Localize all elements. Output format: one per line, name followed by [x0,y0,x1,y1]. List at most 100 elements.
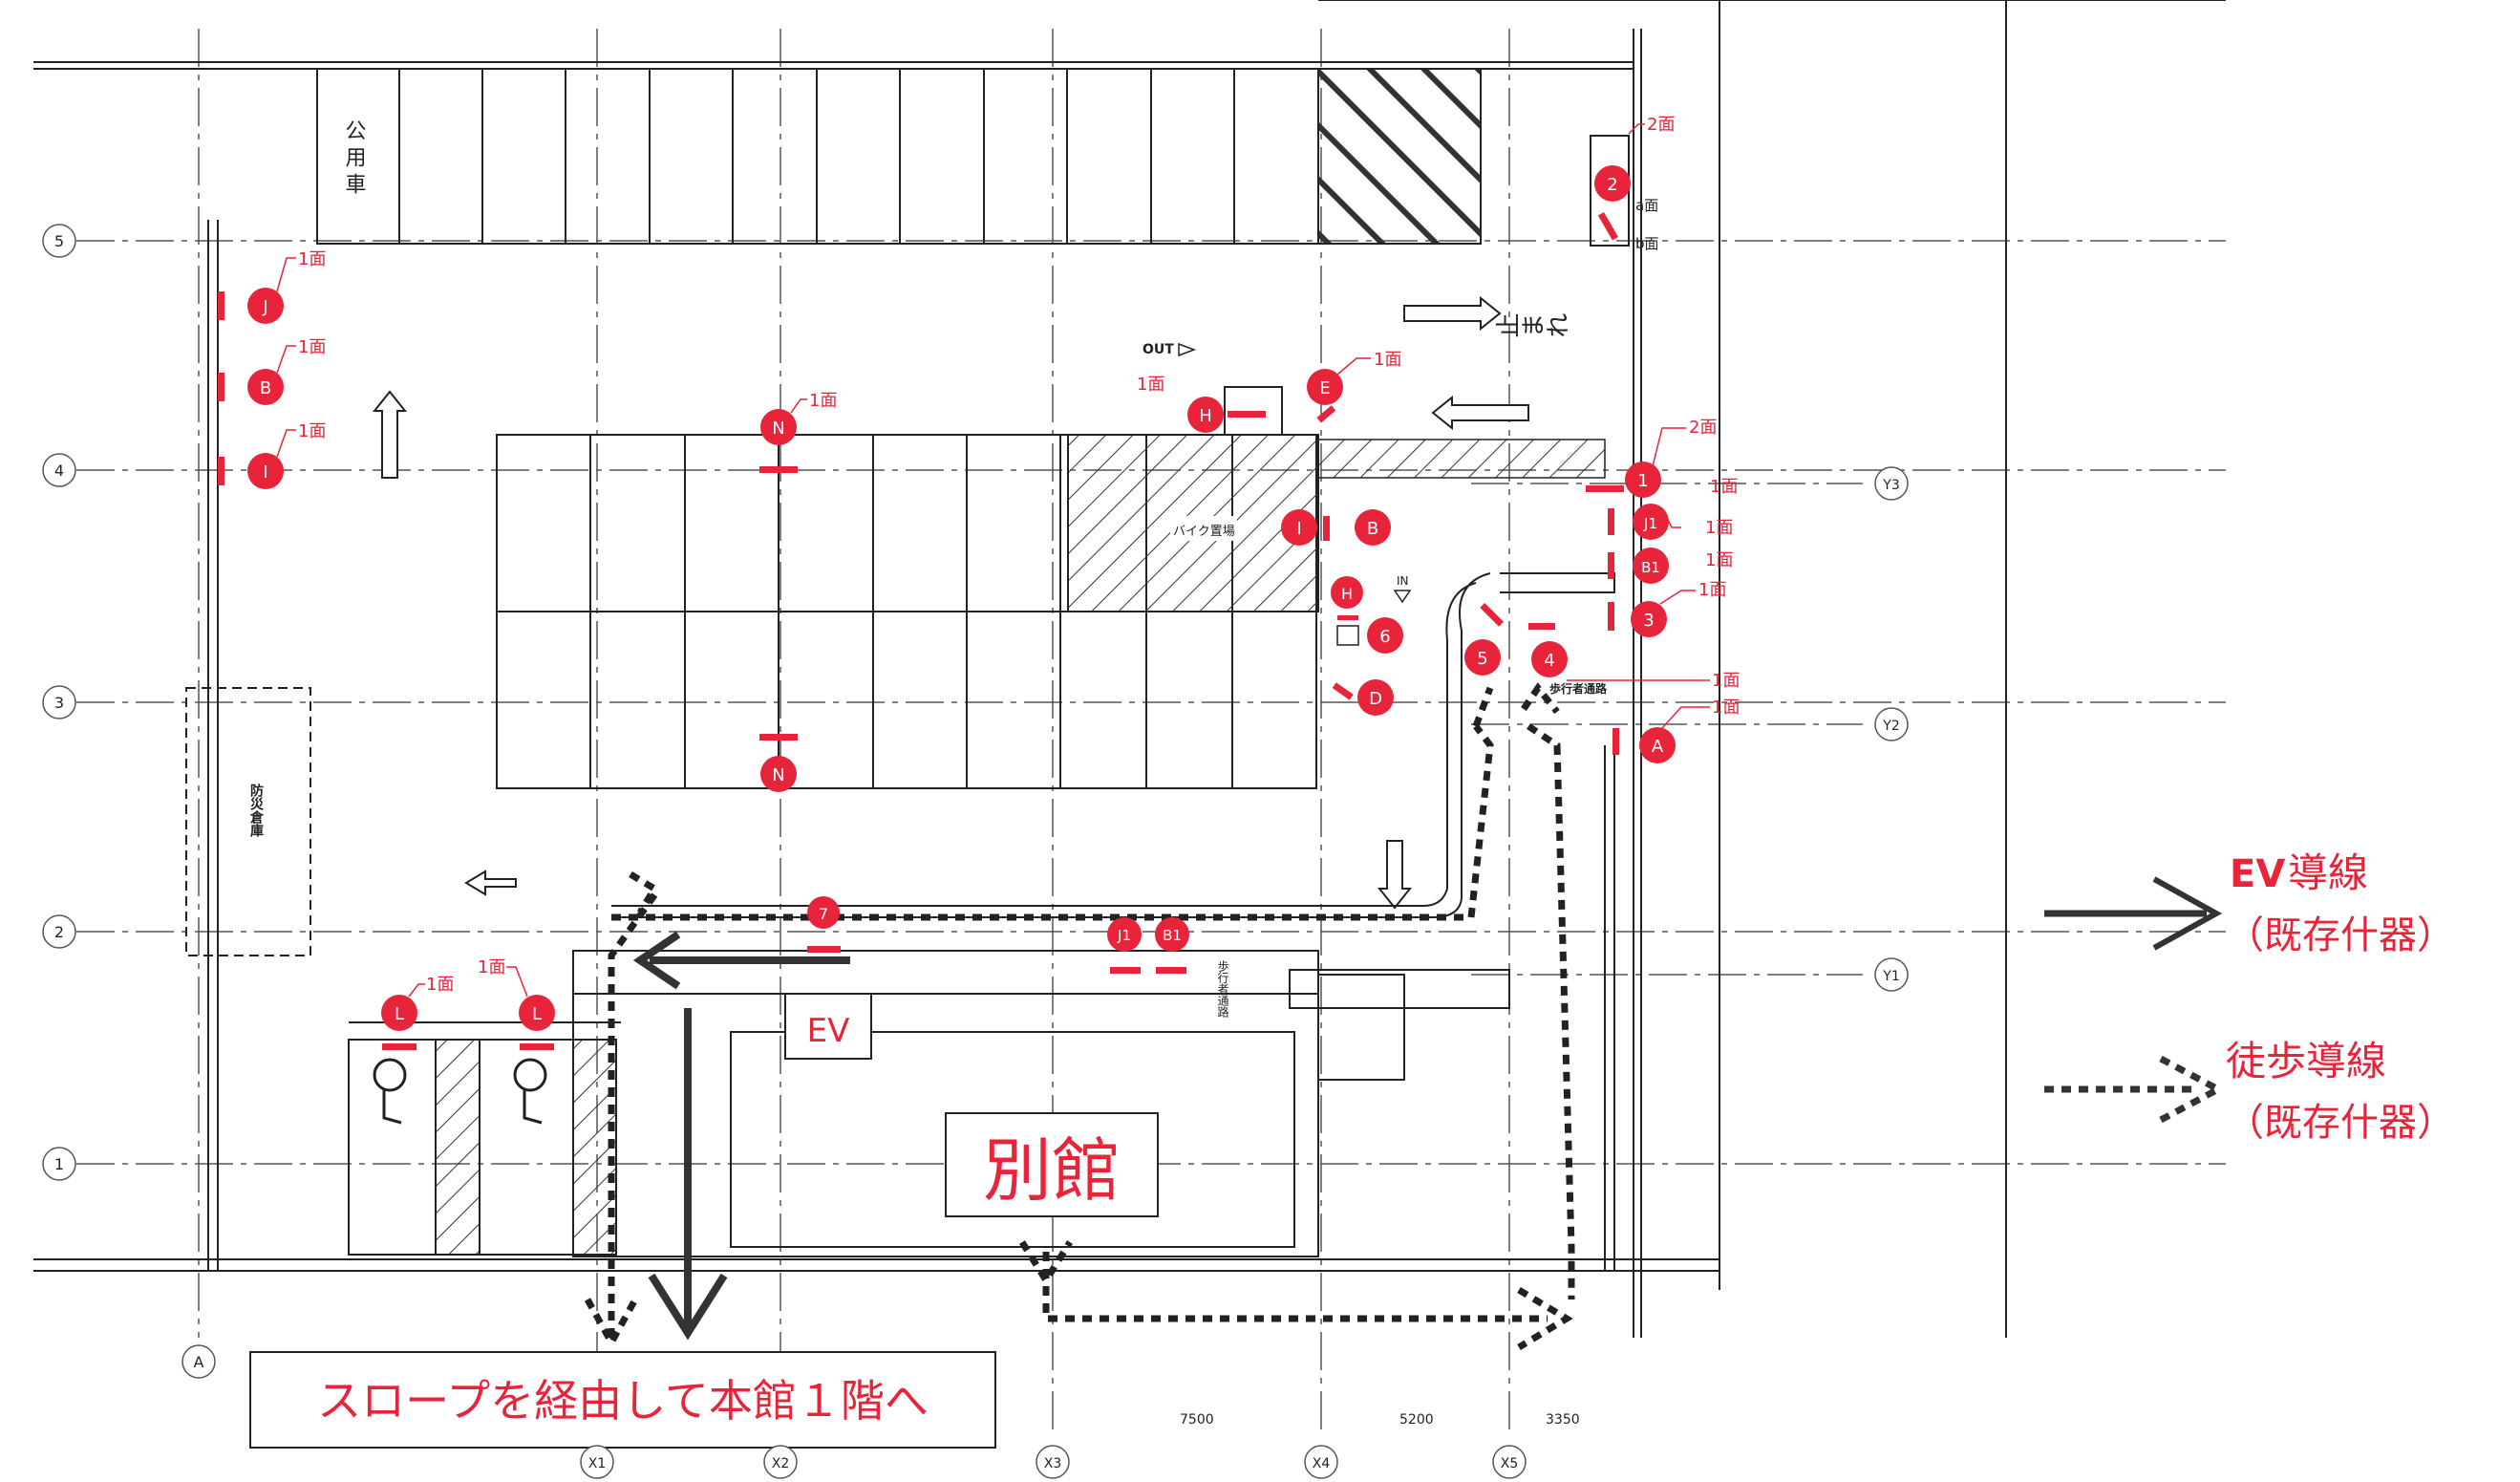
grid-bubbles: 5 4 3 2 1 Y3 Y2 Y1 A X1 X2 X3 X4 X5 [42,224,1909,1479]
marker-note: 1面 [809,391,837,411]
wheelchair-icon [373,1058,407,1125]
marker-L-left[interactable]: L 1面 [381,975,454,1050]
ev-label: EV [807,1012,850,1050]
marker-note: 1面 [1712,671,1740,691]
marker-D[interactable]: D [1332,679,1394,716]
marker-note-upper: 1面 [1705,550,1733,570]
grid-col-label: X2 [772,1456,790,1471]
marker-E[interactable]: E 1面 [1307,350,1401,423]
marker-L-right[interactable]: L 1面 [478,957,555,1050]
marker-B1-bottom[interactable]: B1 [1155,917,1189,974]
marker-id: D [1369,689,1382,709]
dimension-2: 5200 [1399,1412,1434,1428]
in-label: IN [1397,574,1409,588]
marker-id: J1 [1643,515,1657,532]
driveway-hatch [1317,439,1606,479]
slope-note-box [249,1351,996,1449]
annex-label: 別館 [983,1130,1121,1211]
out-label: OUT [1143,342,1174,357]
marker-I-mid[interactable]: I [1281,509,1330,546]
grid-col-label: X4 [1313,1456,1331,1471]
legend-walk-route: 徒歩導線 （既存什器） [2044,1038,2455,1145]
marker-extra-note: 1面 [1710,477,1738,497]
legend-ev-prefix: EV [2230,852,2285,896]
face-b-label: b面 [1635,235,1659,252]
marker-id: B1 [1163,927,1182,944]
marker-2[interactable]: 2 2面 a面 b面 [1594,115,1675,252]
marker-id: 1 [1637,471,1648,491]
marker-1[interactable]: 1 2面 1面 [1586,418,1738,498]
marker-3[interactable]: 3 1面 1面 [1608,550,1733,637]
marker-B-mid[interactable]: B [1355,509,1391,546]
grid-row-y-label: Y2 [1882,719,1899,734]
legend-ev-route: EV 導線 （既存什器） [2044,849,2455,957]
marker-id: I [1296,519,1301,539]
legend-ev-sub: （既存什器） [2226,913,2455,957]
marker-id: B [1367,519,1378,539]
dimension-3: 3350 [1546,1412,1580,1428]
grid-col-label: X1 [588,1456,607,1471]
ev-box [784,993,872,1060]
marker-id: 3 [1643,611,1654,631]
marker-id: B1 [1641,559,1660,576]
disaster-storage-label: 防災倉庫 [248,783,265,838]
legend-walk-sub: （既存什器） [2226,1101,2455,1145]
grid-row-label: 5 [54,232,64,250]
grid-row-y-label: Y1 [1882,969,1899,984]
pedestrian-path-label-2: 歩行者通路 [1216,959,1229,1019]
marker-note: 2面 [1689,418,1717,438]
marker-id: A [1652,737,1664,757]
marker-note: 1面 [298,421,326,441]
grid-row-y-label: Y3 [1882,478,1899,493]
in-arrow-icon [1393,590,1412,604]
marker-J[interactable]: J 1面 [218,249,326,324]
marker-id: B [260,378,271,398]
grid-row-label: 2 [54,923,64,941]
legend-walk-title: 徒歩導線 [2226,1038,2386,1085]
pedestrian-path-label-1: 歩行者通路 [1549,681,1608,696]
marker-id: L [532,1004,542,1024]
disaster-storage-room [185,687,311,956]
marker-N-top[interactable]: N 1面 [759,391,837,473]
marker-I[interactable]: I 1面 [218,421,326,489]
marker-id: J1 [1117,927,1131,944]
ev-route [632,931,850,1341]
marker-id: J [262,297,267,317]
marker-A[interactable]: A 1面 [1612,698,1740,763]
marker-id: N [772,765,784,785]
marker-note: 1面 [1698,580,1726,600]
marker-6[interactable]: 6 [1336,617,1403,654]
walking-route-arrowheads [584,682,1573,1351]
marker-4[interactable]: 4 1面 [1528,623,1740,691]
marker-7[interactable]: 7 [807,896,841,953]
marker-B1-right[interactable]: B1 [1608,548,1669,584]
marker-note: 1面 [298,337,326,357]
grid-row-label: 1 [54,1155,64,1173]
public-car-label: 公用車 [342,119,367,200]
marker-J1-bottom[interactable]: J1 [1107,917,1142,974]
marker-note: 1面 [298,249,326,269]
marker-note: 2面 [1647,115,1675,135]
marker-note: 1面 [478,957,505,977]
out-arrow-icon [1178,342,1197,357]
grid-row-label: 4 [54,462,64,480]
grid-col-label: X3 [1044,1456,1062,1471]
slope-note: スロープを経由して本館１階へ [317,1375,929,1427]
marker-B[interactable]: B 1面 [218,337,326,405]
hatched-no-parking-zone [1317,68,1482,245]
accessible-parking [348,1021,621,1256]
dimension-1: 7500 [1180,1412,1214,1428]
marker-J1-right[interactable]: J1 1面 [1608,504,1733,540]
marker-id: 2 [1607,175,1617,195]
marker-N-bottom[interactable]: N [759,734,798,792]
grid-col-label: A [194,1353,204,1371]
traffic-arrows [372,295,1529,910]
marker-id: 7 [819,905,828,923]
marker-H-mid[interactable]: H [1331,576,1363,620]
walking-route [608,686,1575,1338]
marker-id: 4 [1544,651,1554,671]
marker-H-top[interactable]: H 1面 [1137,375,1266,433]
marker-5[interactable]: 5 [1464,602,1505,676]
legend: EV 導線 （既存什器） 徒歩導線 （既存什器） [2044,849,2455,1145]
face-a-label: a面 [1635,197,1658,214]
